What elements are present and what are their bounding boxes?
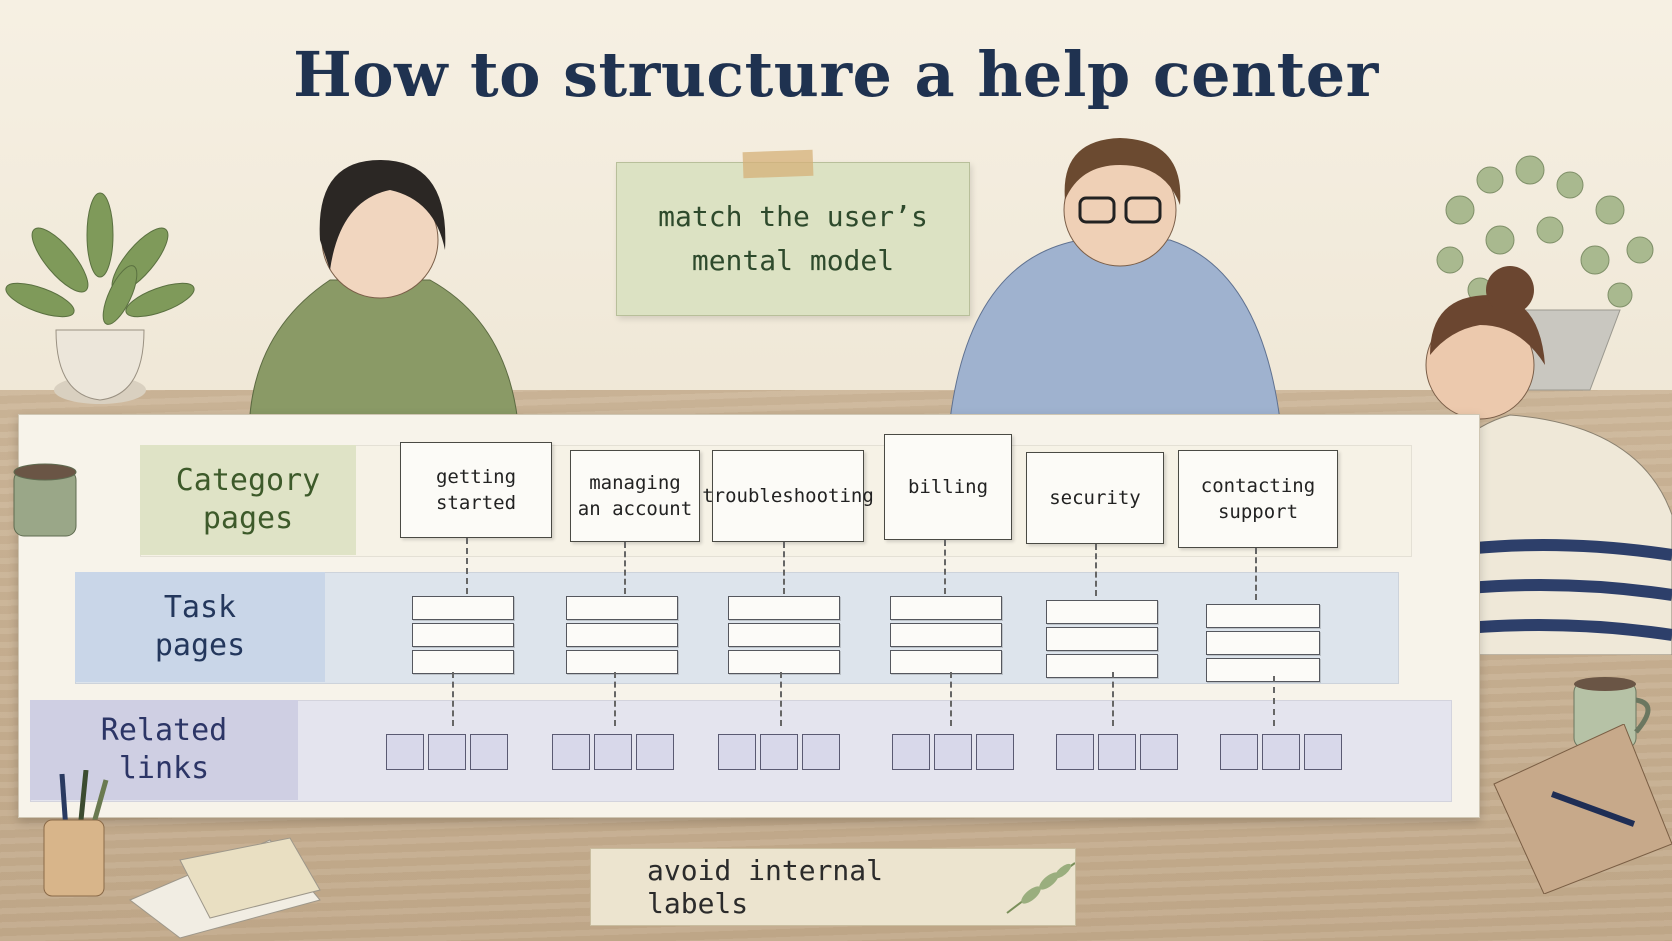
task-page-placeholder [890, 650, 1002, 674]
related-link-placeholder [552, 734, 590, 770]
task-page-placeholder [728, 650, 840, 674]
related-links-label: Related links [30, 700, 298, 800]
connector-line [783, 542, 785, 594]
related-link-placeholder [976, 734, 1014, 770]
related-link-placeholder [1262, 734, 1300, 770]
related-link-placeholder [718, 734, 756, 770]
connector-line [780, 672, 782, 726]
task-page-placeholder [1206, 658, 1320, 682]
category-card-line-2: an account [577, 498, 693, 520]
task-page-placeholder [728, 596, 840, 620]
category-card-line-2: started [435, 492, 517, 514]
related-label-line-1: Related [100, 713, 228, 748]
related-link-placeholder [428, 734, 466, 770]
connector-line [466, 538, 468, 594]
category-label-line-1: Category [175, 463, 321, 498]
task-page-placeholder [1046, 600, 1158, 624]
pencil-cup-illustration [43, 770, 109, 897]
connector-line [950, 672, 952, 726]
related-link-placeholder [636, 734, 674, 770]
mental-model-line-1: match the user’s [658, 200, 928, 233]
woman-left-illustration [248, 160, 521, 460]
mug-left-illustration [13, 463, 77, 537]
connector-line [944, 540, 946, 594]
related-link-placeholder [594, 734, 632, 770]
tape-strip [742, 149, 814, 179]
task-page-placeholder [890, 596, 1002, 620]
category-card-contacting-support: contacting support [1178, 450, 1338, 548]
task-page-placeholder [412, 623, 514, 647]
task-page-placeholder [1206, 631, 1320, 655]
related-link-placeholder [1140, 734, 1178, 770]
connector-line [1112, 672, 1114, 726]
category-card-troubleshooting: troubleshooting [702, 450, 874, 542]
task-page-placeholder [1046, 627, 1158, 651]
task-page-placeholder [412, 650, 514, 674]
page-title: How to structure a help center [293, 38, 1379, 111]
avoid-internal-labels-note: avoid internal labels [590, 848, 1076, 926]
category-card-managing-an-account: managing an account [570, 450, 700, 542]
related-link-placeholder [1304, 734, 1342, 770]
mental-model-line-2: mental model [691, 244, 895, 277]
man-middle-illustration [949, 138, 1281, 420]
task-label-line-2: pages [154, 628, 246, 663]
category-card-security: security [1026, 452, 1164, 544]
related-link-placeholder [760, 734, 798, 770]
connector-line [452, 672, 454, 726]
task-page-placeholder [1046, 654, 1158, 678]
category-card-line-1: security [1049, 487, 1141, 509]
connector-line [1273, 676, 1275, 726]
connector-line [1255, 548, 1257, 600]
related-link-placeholder [1220, 734, 1258, 770]
category-card-line-1: troubleshooting [702, 485, 874, 507]
related-link-placeholder [934, 734, 972, 770]
task-page-placeholder [412, 596, 514, 620]
task-page-placeholder [566, 623, 678, 647]
task-page-placeholder [1206, 604, 1320, 628]
avoid-internal-labels-text: avoid internal labels [647, 854, 884, 920]
related-label-line-2: links [118, 751, 210, 786]
category-card-line-1: managing [589, 472, 681, 494]
category-card-line-1: billing [907, 476, 989, 498]
leaf-sprig-icon [1006, 862, 1075, 914]
connector-line [624, 542, 626, 594]
task-page-placeholder [566, 596, 678, 620]
connector-line [614, 672, 616, 726]
category-card-getting-started: getting started [400, 442, 552, 538]
connector-line [1095, 544, 1097, 596]
task-page-placeholder [566, 650, 678, 674]
category-label-line-2: pages [202, 501, 294, 536]
related-link-placeholder [1098, 734, 1136, 770]
potted-plant-left-illustration [5, 192, 195, 404]
category-pages-label: Category pages [140, 445, 356, 555]
related-link-placeholder [386, 734, 424, 770]
related-link-placeholder [470, 734, 508, 770]
category-card-billing: billing [884, 434, 1012, 540]
related-link-placeholder [892, 734, 930, 770]
task-page-placeholder [728, 623, 840, 647]
category-card-line-2: support [1217, 501, 1299, 523]
notebook-and-pen-illustration [1493, 724, 1672, 894]
task-page-placeholder [890, 623, 1002, 647]
related-link-placeholder [1056, 734, 1094, 770]
paper-stack-illustration [129, 837, 321, 939]
mental-model-sticky-note: match the user’s mental model [616, 149, 970, 316]
task-label-line-1: Task [163, 590, 237, 625]
category-card-line-1: getting [435, 466, 517, 488]
related-link-placeholder [802, 734, 840, 770]
category-card-line-1: contacting [1200, 475, 1316, 497]
task-pages-label: Task pages [75, 572, 325, 682]
